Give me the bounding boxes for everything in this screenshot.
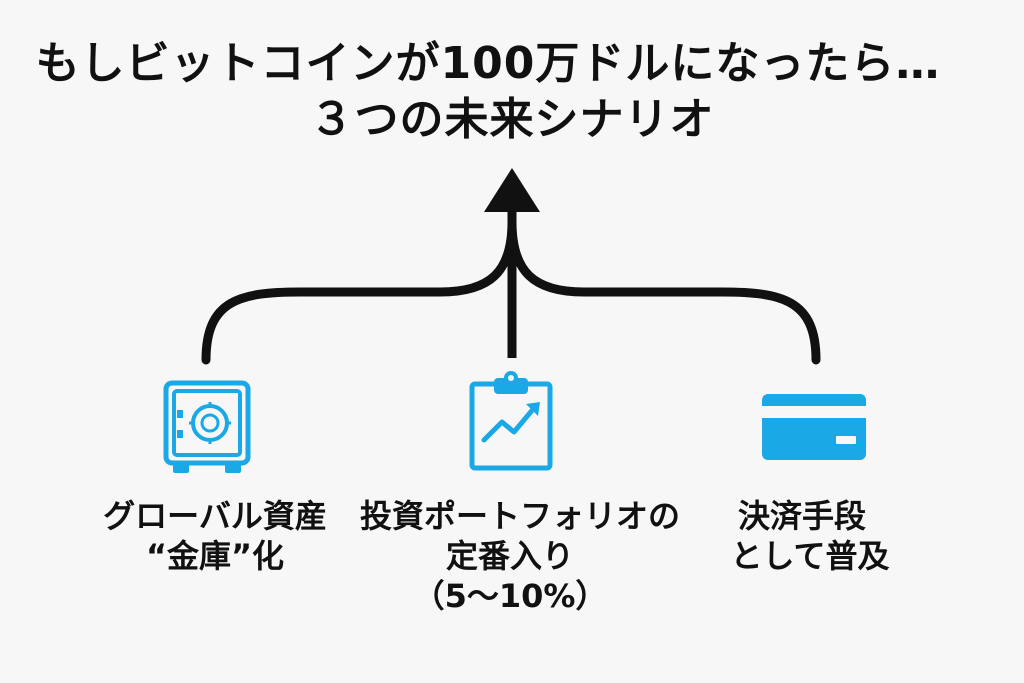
scenario-label-line: 決済手段 <box>738 497 867 535</box>
scenario-label-portfolio: 投資ポートフォリオの 定番入り （5〜10%） <box>360 496 681 616</box>
clipboard-chart-icon <box>469 371 553 471</box>
credit-card-icon <box>762 394 866 460</box>
scenario-label-line: 投資ポートフォリオの <box>360 497 681 535</box>
right-branch <box>507 217 821 365</box>
left-branch <box>201 217 517 365</box>
scenario-label-line: グローバル資産 <box>103 497 327 535</box>
scenario-label-global-asset: グローバル資産 “金庫”化 <box>90 496 340 576</box>
scenario-label-line: “金庫”化 <box>145 537 285 575</box>
safe-icon <box>163 380 251 473</box>
scenario-label-line: として普及 <box>730 537 890 575</box>
scenario-label-payment: 決済手段 として普及 <box>710 496 910 576</box>
arrowhead <box>484 168 540 212</box>
scenario-label-line: 定番入り <box>445 537 574 575</box>
scenario-label-line: （5〜10%） <box>412 577 608 615</box>
title-line-2: ３つの未来シナリオ <box>309 94 715 145</box>
title-line-1: もしビットコインが100万ドルになったら… <box>35 38 941 89</box>
